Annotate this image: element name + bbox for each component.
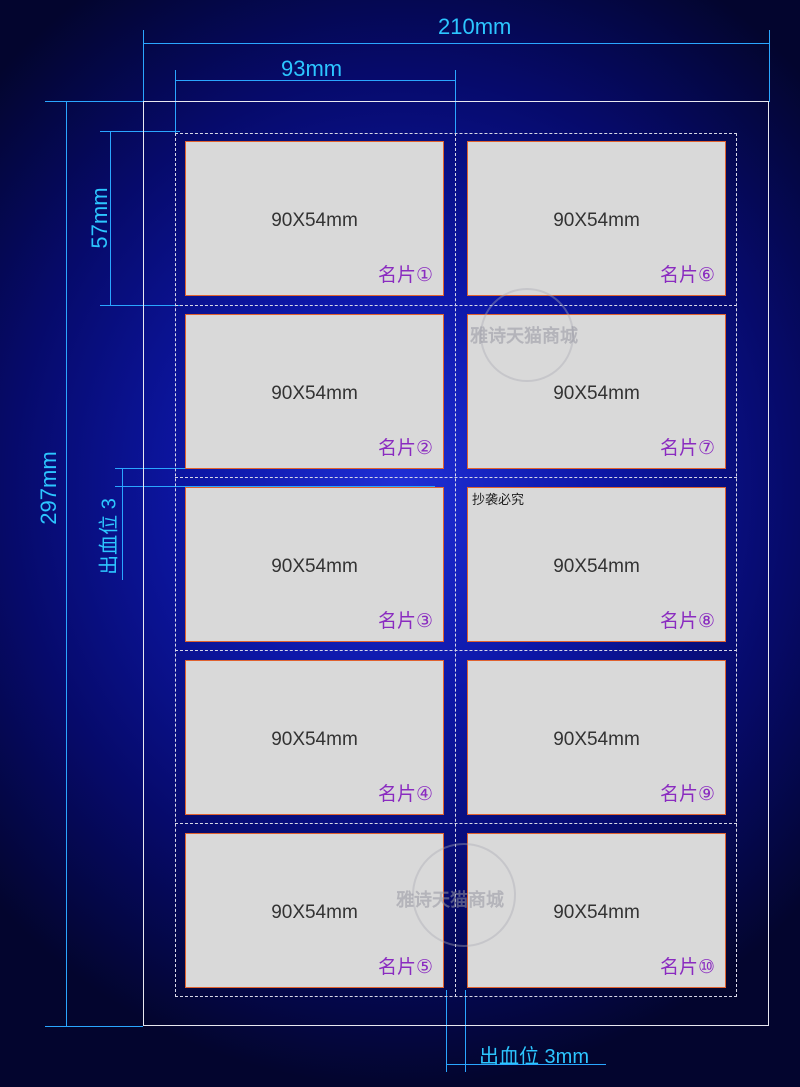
card-size: 90X54mm [271, 210, 358, 231]
card-size: 90X54mm [271, 729, 358, 750]
dim-297-bottom-tick [45, 1026, 143, 1027]
cut-row-line-2 [175, 477, 737, 478]
watermark-seal-1 [480, 288, 574, 382]
dim-57-bottom-tick [100, 305, 180, 306]
dim-210-right-tick [769, 30, 770, 102]
business-card-9: 90X54mm 名片⑨ [467, 660, 726, 815]
dim-93-right-tick [455, 70, 456, 134]
card-size: 90X54mm [553, 210, 640, 231]
dim-297-top-tick [45, 101, 143, 102]
watermark-seal-2 [412, 843, 516, 947]
dim-297-line [66, 101, 67, 1026]
card-name: 名片⑩ [659, 956, 715, 978]
card-name: 名片② [377, 437, 433, 459]
dim-93-line [175, 80, 455, 81]
card-size: 90X54mm [553, 729, 640, 750]
card-name: 名片① [377, 264, 433, 286]
cut-outline [175, 133, 737, 997]
dim-93-label: 93mm [281, 56, 343, 81]
bleed-bottom-line [446, 1064, 606, 1065]
cut-row-line-4 [175, 823, 737, 824]
dim-57-label: 57mm [87, 187, 112, 249]
bleed-left-label: 出血位 3 [98, 498, 121, 575]
business-card-5: 90X54mm 名片⑤ [185, 833, 444, 988]
card-name: 名片④ [377, 783, 433, 805]
card-name: 名片⑧ [659, 610, 715, 632]
business-card-4: 90X54mm 名片④ [185, 660, 444, 815]
card-size: 90X54mm [553, 902, 640, 923]
bleed-bottom-tick-2 [465, 990, 466, 1072]
card-size: 90X54mm [553, 383, 640, 404]
dim-210-label: 210mm [438, 14, 512, 39]
watermark-store-2: 雅诗天猫商城 [396, 890, 504, 911]
card-size: 90X54mm [271, 556, 358, 577]
bleed-bottom-label: 出血位 3mm [479, 1046, 589, 1068]
a4-sheet [143, 101, 769, 1026]
card-size: 90X54mm [271, 902, 358, 923]
cut-row-line-1 [175, 305, 737, 306]
card-size: 90X54mm [271, 383, 358, 404]
cut-center-vertical [455, 133, 456, 997]
card-name: 名片⑤ [377, 956, 433, 978]
dim-210-left-tick [143, 30, 144, 102]
dim-210-line [143, 43, 769, 44]
bleed-left-line [122, 468, 123, 580]
dim-297-label: 297mm [36, 451, 61, 525]
business-card-8: 90X54mm 名片⑧ [467, 487, 726, 642]
card-size: 90X54mm [553, 556, 640, 577]
cut-row-line-3 [175, 650, 737, 651]
business-card-3: 90X54mm 名片③ [185, 487, 444, 642]
card-name: 名片⑥ [659, 264, 715, 286]
business-card-6: 90X54mm 名片⑥ [467, 141, 726, 296]
card-name: 名片⑦ [659, 437, 715, 459]
dim-57-line [110, 131, 111, 305]
business-card-1: 90X54mm 名片① [185, 141, 444, 296]
card-name: 名片③ [377, 610, 433, 632]
dim-57-top-tick [100, 131, 180, 132]
card-name: 名片⑨ [659, 783, 715, 805]
dim-93-left-tick [175, 70, 176, 134]
bleed-left-tick-2 [115, 486, 435, 487]
watermark-store-1: 雅诗天猫商城 [470, 326, 578, 347]
bleed-bottom-tick-1 [446, 990, 447, 1072]
watermark-notice: 抄袭必究 [472, 493, 525, 508]
business-card-2: 90X54mm 名片② [185, 314, 444, 469]
